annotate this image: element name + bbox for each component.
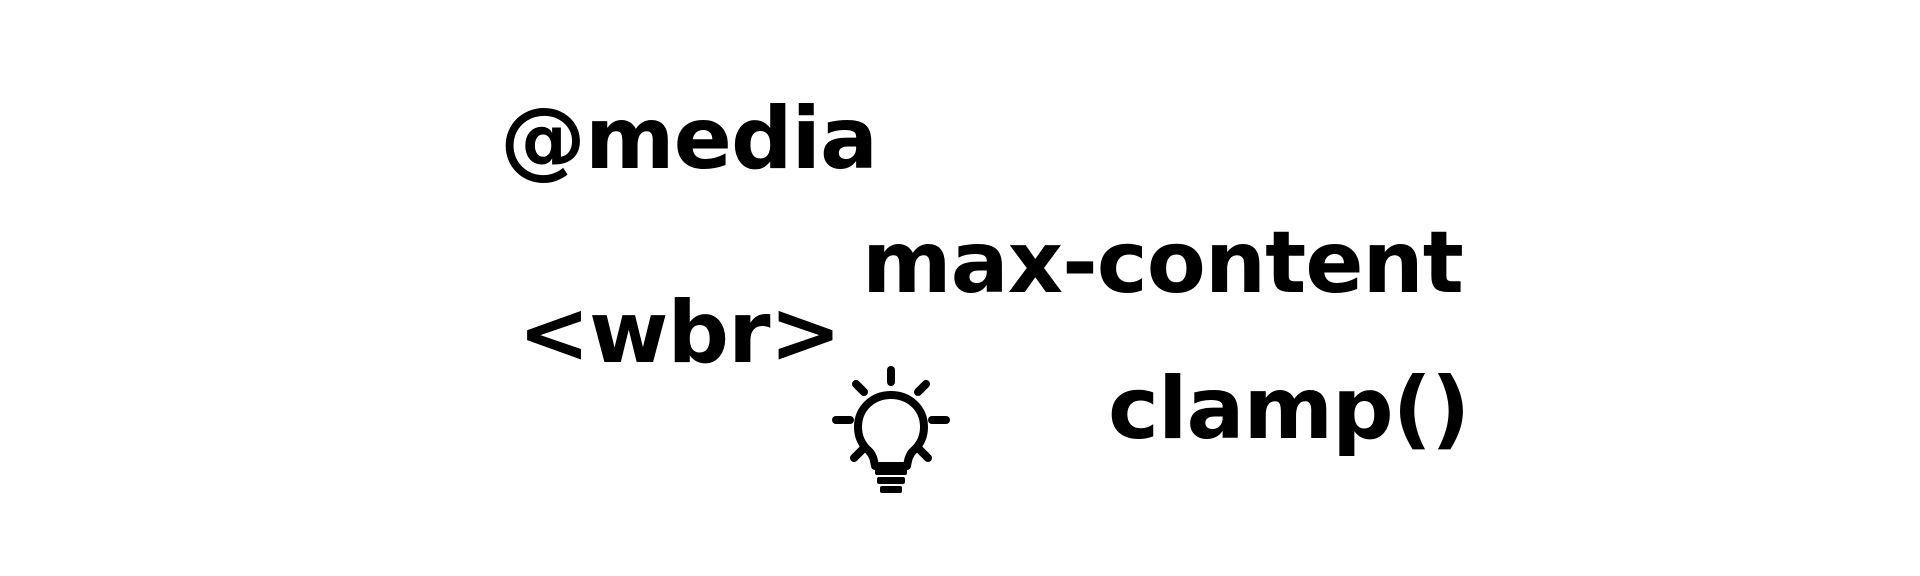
html-tag-wbr: <wbr> [518, 283, 842, 383]
css-function-clamp: clamp() [1108, 359, 1470, 459]
lightbulb-icon [832, 366, 950, 493]
css-keyword-media: @media [500, 89, 878, 189]
css-keyword-max-content: max-content [862, 213, 1464, 313]
